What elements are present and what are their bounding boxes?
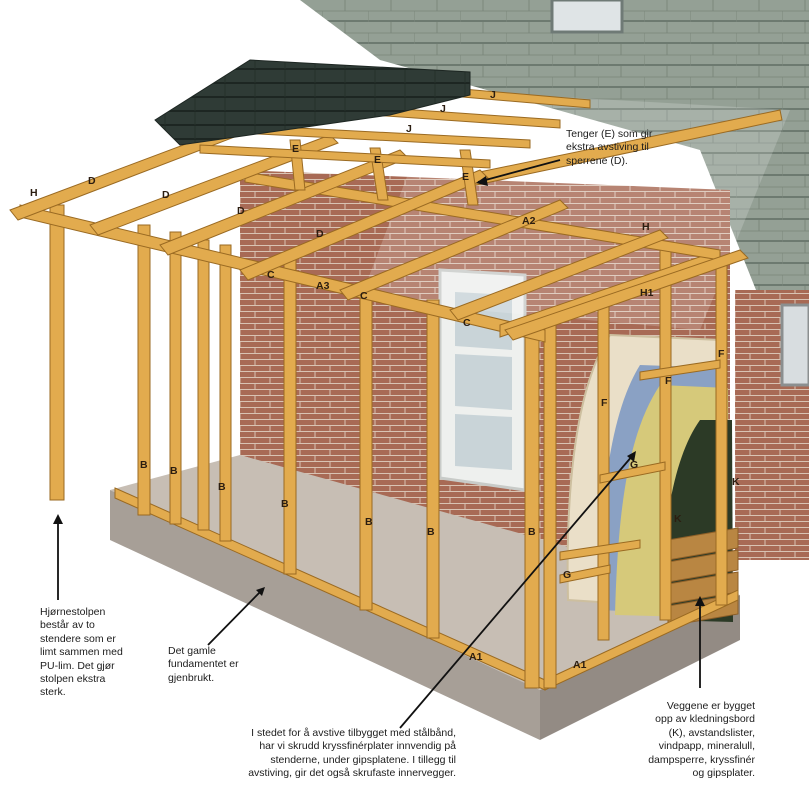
label-j: J [406, 123, 412, 135]
caption-corner-post: Hjørnestolpen består av to stendere som … [40, 606, 123, 699]
label-d: D [237, 205, 245, 217]
label-a2: A2 [522, 215, 536, 227]
label-g: G [630, 459, 638, 471]
label-h1: H1 [640, 287, 654, 299]
corner-post [49, 204, 65, 501]
nogging [559, 539, 641, 561]
caption-walls: Veggene er bygget opp av kledningsbord (… [648, 700, 755, 780]
label-a1: A1 [573, 659, 587, 671]
label-b: B [218, 481, 226, 493]
label-c: C [360, 290, 368, 302]
label-a3: A3 [316, 280, 330, 292]
arrow-plywood [399, 454, 634, 729]
label-c: C [267, 269, 275, 281]
label-e: E [292, 143, 299, 155]
label-b: B [365, 516, 373, 528]
rafter [449, 229, 669, 321]
stud [524, 319, 540, 689]
label-b: B [140, 459, 148, 471]
arrow-foundation [207, 589, 263, 646]
label-b: B [281, 498, 289, 510]
rafter [339, 199, 569, 301]
foundation-slab [110, 455, 740, 740]
rafter [239, 169, 489, 281]
label-e: E [374, 154, 381, 166]
stud [597, 299, 610, 641]
part-labels: H D D D D E E E J J J A2 A3 H H1 C C C B… [30, 89, 740, 671]
label-b: B [170, 465, 178, 477]
stud [219, 244, 232, 542]
label-g: G [563, 569, 571, 581]
timber-frame [9, 74, 783, 691]
batten [639, 359, 721, 381]
label-f: F [665, 375, 672, 387]
roof-batten [199, 144, 491, 169]
house-roof [300, 0, 809, 300]
stud [137, 224, 151, 516]
label-f: F [601, 397, 608, 409]
nogging [599, 461, 666, 484]
stud [426, 299, 440, 639]
stud [659, 249, 672, 621]
caption-plywood: I stedet for å avstive tilbygget med stå… [248, 727, 456, 780]
label-k: K [732, 476, 740, 488]
new-roof-tiles [154, 59, 471, 146]
stud [197, 239, 210, 531]
rafter [89, 134, 339, 236]
house-side-window [780, 303, 809, 387]
label-e: E [462, 171, 469, 183]
label-h-right: H [642, 221, 650, 233]
stud [169, 231, 182, 525]
label-h-left: H [30, 187, 38, 199]
label-d: D [88, 175, 96, 187]
arrow-heads [53, 176, 705, 606]
label-b: B [427, 526, 435, 538]
label-c: C [463, 317, 471, 329]
roof-window [550, 0, 624, 34]
nogging [559, 564, 611, 584]
label-k: K [674, 513, 682, 525]
label-f: F [718, 348, 725, 360]
stud [283, 259, 297, 575]
stud [715, 259, 728, 606]
caption-braces: Tenger (E) som gir ekstra avstiving til … [566, 128, 653, 167]
label-j: J [490, 89, 496, 101]
caption-foundation: Det gamle fundamentet er gjenbrukt. [168, 645, 239, 684]
label-j: J [440, 103, 446, 115]
leader-lines [57, 159, 701, 729]
arrow-braces [477, 159, 561, 183]
label-b: B [528, 526, 536, 538]
label-d: D [316, 228, 324, 240]
label-a1: A1 [469, 651, 483, 663]
stud [359, 289, 373, 611]
rafter [504, 249, 749, 341]
label-d: D [162, 189, 170, 201]
stud [543, 317, 557, 689]
